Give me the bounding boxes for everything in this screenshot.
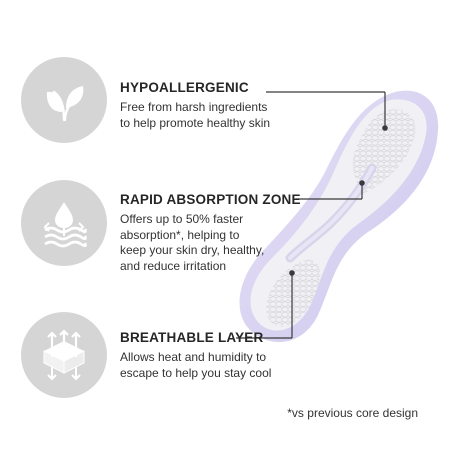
pad-top-texture [352,109,416,194]
feature-hypoallergenic: HYPOALLERGENIC Free from harsh ingredien… [120,80,350,131]
feature-rapid-absorption: RAPID ABSORPTION ZONE Offers up to 50% f… [120,192,350,274]
desc-line: and reduce irritation [120,258,227,273]
feature-description: Offers up to 50% faster absorption*, hel… [120,212,350,274]
desc-line: absorption*, helping to [120,227,240,242]
desc-line: keep your skin dry, healthy, [120,243,265,257]
desc-line: Free from harsh ingredients [120,100,268,114]
desc-line: to help promote healthy skin [120,115,271,130]
feature-heading: HYPOALLERGENIC [120,80,249,95]
desc-line: escape to help you stay cool [120,365,272,380]
feature-heading: BREATHABLE LAYER [120,330,264,345]
feature-heading: RAPID ABSORPTION ZONE [120,192,301,207]
feature-description: Allows heat and humidity to escape to he… [120,350,350,381]
feature-description: Free from harsh ingredients to help prom… [120,100,350,131]
leaf-icon [21,57,107,143]
breathable-layer-icon [21,312,107,398]
footnote: *vs previous core design [287,406,418,420]
desc-line: Offers up to 50% faster [120,212,244,226]
feature-breathable-layer: BREATHABLE LAYER Allows heat and humidit… [120,330,350,381]
droplet-layers-icon [21,180,107,266]
desc-line: Allows heat and humidity to [120,350,267,364]
